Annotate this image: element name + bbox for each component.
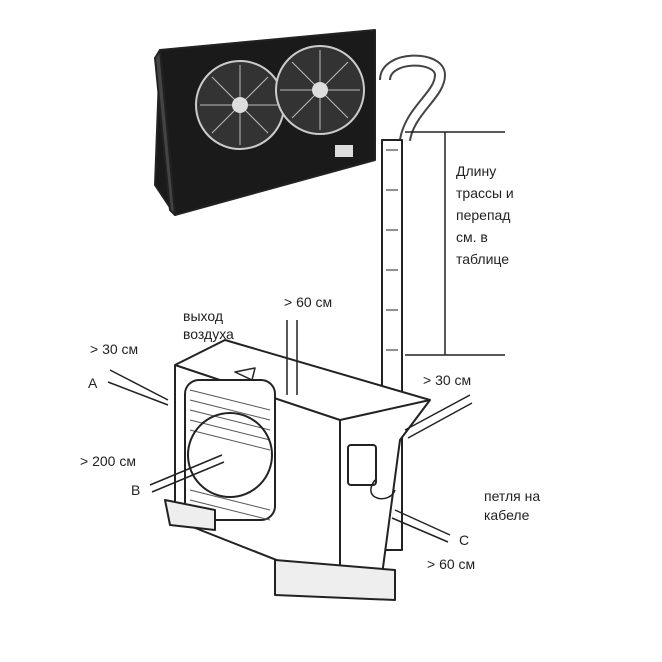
indoor-unit-fan-coil [154,29,376,216]
route-length-note: Длину трассы и перепад см. в таблице [456,163,514,267]
left-clearance-label: > 30 см [90,341,139,357]
point-c-label: C [459,532,470,548]
clearance-arrows [107,320,473,543]
height-dimension-line [405,131,505,356]
point-b-label: B [131,482,141,498]
bottom-clearance-label: > 60 см [427,556,476,572]
air-outlet-label-1: выход [183,308,223,324]
point-a-label: A [88,375,98,391]
cable-loop-label-1: петля на [484,488,541,504]
top-clearance-label: > 60 см [284,294,333,310]
right-clearance-label: > 30 см [423,372,472,388]
air-outlet-label-2: воздуха [183,326,234,342]
front-clearance-label: > 200 см [80,453,136,469]
cable-loop-label-2: кабеле [484,507,530,523]
outdoor-unit [164,339,431,601]
